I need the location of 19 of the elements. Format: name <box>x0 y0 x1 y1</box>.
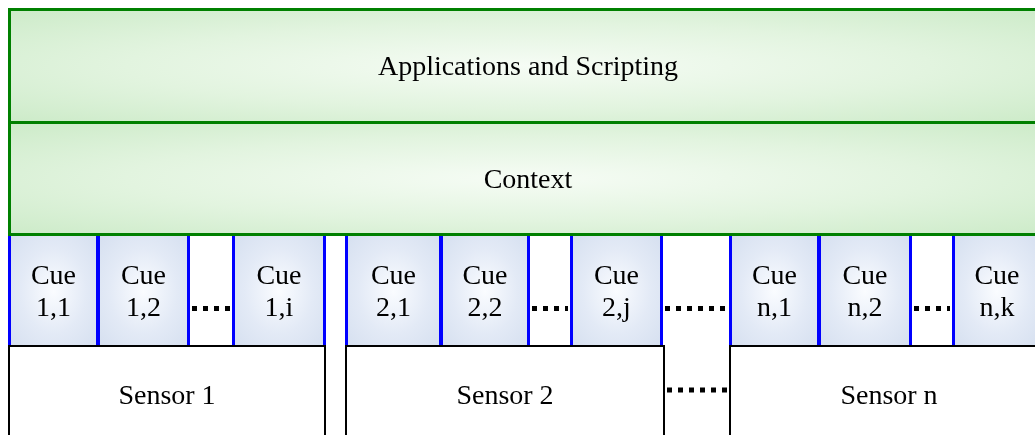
sensor-box: Sensor 1 <box>8 345 326 435</box>
dotted-line <box>914 306 950 312</box>
sensor-box: Sensor 2 <box>345 345 665 435</box>
sensor-box: Sensor n <box>729 345 1035 435</box>
cue-box: Cue n,1 <box>729 236 820 346</box>
dotted-line <box>667 387 727 393</box>
cue-box: Cue 1,i <box>232 236 326 346</box>
cue-box: Cue 1,2 <box>97 236 190 346</box>
cue-box: Cue n,2 <box>818 236 912 346</box>
cue-box: Cue 1,1 <box>8 236 99 346</box>
cue-box: Cue 2,1 <box>345 236 442 346</box>
dotted-line <box>665 306 727 312</box>
cue-box: Cue 2,2 <box>440 236 530 346</box>
layer-box: Context <box>8 121 1035 236</box>
dotted-line <box>532 306 568 312</box>
cue-box: Cue n,k <box>952 236 1035 346</box>
dotted-line <box>192 306 230 312</box>
layer-box: Applications and Scripting <box>8 8 1035 124</box>
cue-box: Cue 2,j <box>570 236 663 346</box>
